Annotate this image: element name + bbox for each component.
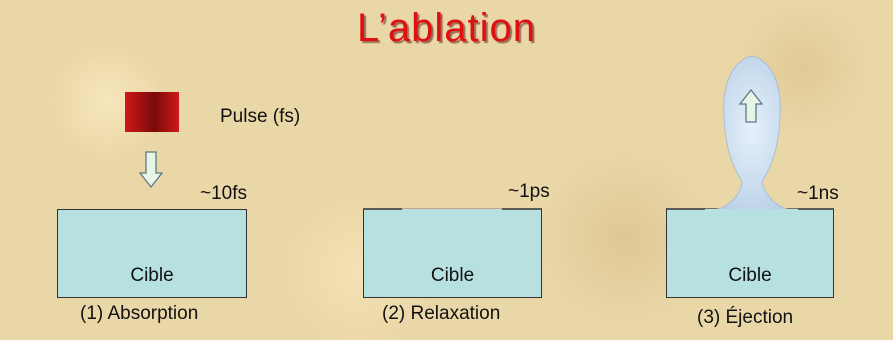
stage3-target-label: Cible <box>728 265 772 286</box>
stage1-time-label: ~10fs <box>200 183 248 204</box>
stage1-target-block: Cible <box>57 209 247 298</box>
stage3-target-block: Cible <box>666 209 834 298</box>
stage2-target-label: Cible <box>430 265 475 286</box>
stage2-caption: (2) Relaxation <box>382 303 501 324</box>
stage3-caption: (3) Éjection <box>697 307 794 328</box>
laser-pulse-block <box>125 92 179 132</box>
stage3-time-label: ~1ns <box>797 183 839 204</box>
stage1-caption: (1) Absorption <box>80 303 199 324</box>
down-arrow-icon <box>138 151 164 189</box>
up-arrow-icon <box>738 88 764 123</box>
stage1-target-label: Cible <box>130 265 174 286</box>
stage2-target-block: Cible <box>363 209 542 298</box>
slide-title: L’ablation <box>356 6 537 50</box>
pulse-label: Pulse (fs) <box>220 106 301 127</box>
stage2-time-label: ~1ps <box>508 181 550 202</box>
